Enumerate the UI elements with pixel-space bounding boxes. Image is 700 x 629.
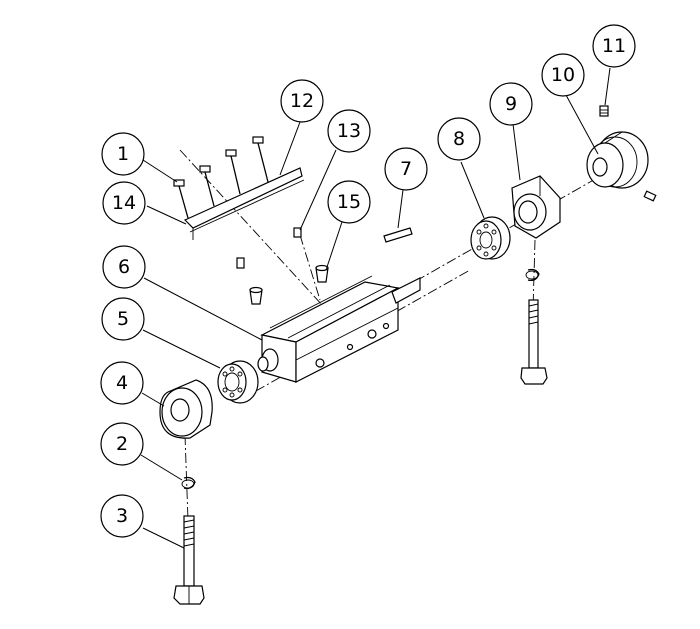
callout-10: 10 (541, 53, 585, 97)
snap-ring-part-2 (181, 476, 196, 490)
svg-text:1: 1 (117, 143, 129, 165)
svg-text:14: 14 (112, 192, 136, 214)
svg-text:4: 4 (116, 372, 128, 394)
callout-8: 8 (437, 117, 481, 161)
body-screws (236, 257, 263, 305)
svg-text:11: 11 (602, 35, 626, 57)
svg-text:7: 7 (400, 158, 412, 180)
callout-11: 11 (592, 24, 636, 68)
set-screw-part-11 (599, 105, 609, 117)
callout-6: 6 (102, 245, 146, 289)
leader-lines (140, 67, 611, 549)
callout-12: 12 (280, 79, 324, 123)
bushing-part-15 (315, 264, 329, 283)
screws-part-1 (173, 136, 269, 219)
svg-text:6: 6 (118, 256, 130, 278)
bolt-part-3 (173, 515, 205, 605)
pulley-screw (643, 190, 657, 202)
block-part-9 (511, 175, 561, 239)
bearing-part-5 (217, 360, 259, 404)
pulley-part-10 (586, 131, 649, 189)
callout-13: 13 (327, 109, 371, 153)
callout-2: 2 (100, 422, 144, 466)
svg-text:3: 3 (116, 505, 128, 527)
callout-4: 4 (100, 361, 144, 405)
callout-9: 9 (489, 82, 533, 126)
svg-text:13: 13 (337, 120, 361, 142)
snap-ring-right (525, 268, 540, 282)
bolt-right (520, 299, 548, 385)
bearing-part-8 (470, 216, 511, 260)
key-part-7 (383, 227, 413, 243)
svg-text:9: 9 (505, 93, 517, 115)
block-part-4 (159, 379, 213, 439)
main-body-part-6 (257, 275, 421, 383)
callout-5: 5 (101, 297, 145, 341)
svg-text:2: 2 (116, 433, 128, 455)
callout-15: 15 (327, 180, 371, 224)
set-screw-part-13 (293, 227, 302, 238)
svg-text:8: 8 (453, 128, 465, 150)
svg-text:5: 5 (117, 308, 129, 330)
callout-1: 1 (101, 132, 145, 176)
svg-text:12: 12 (290, 90, 314, 112)
callout-3: 3 (100, 494, 144, 538)
svg-text:10: 10 (551, 64, 575, 86)
svg-text:15: 15 (337, 191, 361, 213)
gib-plate-part-14 (183, 167, 305, 240)
callout-14: 14 (102, 181, 146, 225)
callout-7: 7 (384, 147, 428, 191)
